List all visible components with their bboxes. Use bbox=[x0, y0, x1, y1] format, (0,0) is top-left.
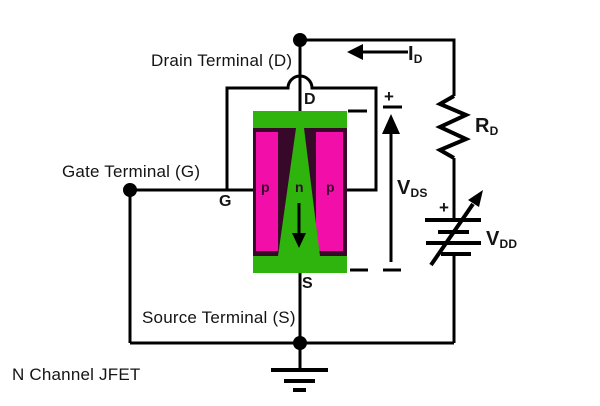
n-channel-label: n bbox=[295, 179, 304, 195]
drain-current-label: ID bbox=[408, 43, 423, 67]
vds-symbol: V bbox=[397, 177, 411, 199]
drain-terminal-label: Drain Terminal (D) bbox=[151, 51, 293, 70]
gate-branch-wire bbox=[123, 183, 253, 343]
vdd-symbol: V bbox=[486, 228, 500, 250]
vds-subscript: DS bbox=[410, 186, 428, 200]
drain-current-arrow bbox=[347, 44, 408, 60]
p-region-right-label: p bbox=[326, 179, 335, 195]
vdd-subscript: DD bbox=[499, 237, 518, 251]
gate-node-dot bbox=[123, 183, 137, 197]
channel-current-arrow-head bbox=[292, 233, 306, 248]
pin-label-source: S bbox=[302, 275, 313, 292]
vds-plus-sign: + bbox=[384, 87, 395, 106]
vds-label: VDS bbox=[397, 177, 428, 201]
p-region-right bbox=[316, 132, 343, 251]
drain-resistor-label: RD bbox=[475, 115, 499, 139]
variable-battery-symbol bbox=[425, 190, 483, 267]
drain-current-symbol: I bbox=[408, 43, 414, 65]
pin-label-gate: G bbox=[219, 193, 232, 210]
pin-label-drain: D bbox=[304, 91, 316, 108]
source-terminal-label: Source Terminal (S) bbox=[142, 308, 296, 327]
ground-symbol bbox=[271, 343, 328, 392]
jfet-device bbox=[253, 111, 347, 273]
p-region-left bbox=[256, 132, 278, 251]
drain-resistor-symbol: R bbox=[475, 115, 490, 137]
drain-current-subscript: D bbox=[413, 52, 423, 66]
variable-arrow-head bbox=[468, 190, 483, 207]
resistor-rd-symbol bbox=[435, 94, 471, 160]
n-channel-wedge bbox=[278, 128, 320, 256]
diagram-caption: N Channel JFET bbox=[12, 365, 141, 384]
gate-terminal-label: Gate Terminal (G) bbox=[62, 162, 201, 181]
vdd-label: VDD bbox=[486, 228, 517, 252]
vds-arrow-head bbox=[382, 114, 400, 134]
vds-measurement bbox=[348, 105, 402, 272]
vdd-plus-sign: + bbox=[439, 198, 450, 217]
variable-arrow-shaft bbox=[429, 202, 475, 267]
p-region-left-label: p bbox=[261, 179, 270, 195]
drain-resistor-subscript: D bbox=[489, 124, 499, 138]
